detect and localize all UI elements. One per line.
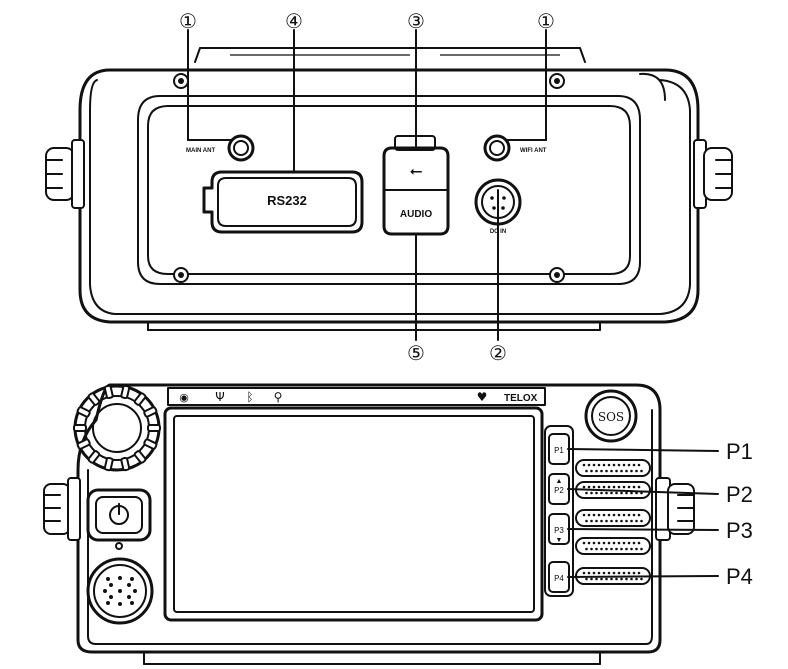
knob-ridge bbox=[133, 450, 147, 464]
mic-pin bbox=[127, 595, 131, 599]
p-leader-line bbox=[567, 488, 719, 495]
side-key-p2[interactable]: P2▲ bbox=[548, 473, 570, 505]
side-key-p1[interactable]: P1 bbox=[548, 433, 570, 465]
mic-pin bbox=[106, 601, 110, 605]
front-housing bbox=[76, 383, 662, 654]
mic-pin bbox=[109, 583, 113, 587]
wifi-ant-connector: WIFI ANT bbox=[483, 134, 547, 162]
knob-ridge bbox=[147, 424, 161, 432]
callout-1-right: ① bbox=[537, 9, 555, 33]
mic-pin bbox=[130, 577, 134, 581]
grille-slot bbox=[575, 567, 651, 585]
mic-pin bbox=[118, 576, 122, 580]
wifi-ant-label: WIFI ANT bbox=[520, 148, 547, 154]
callout-2: ② bbox=[489, 341, 507, 365]
p-leader-line bbox=[567, 528, 719, 531]
grille-slot bbox=[575, 537, 651, 555]
mic-pin bbox=[103, 589, 107, 593]
front-left-mount-knob bbox=[43, 477, 81, 541]
rs232-label: RS232 bbox=[267, 193, 307, 208]
knob-ridge bbox=[73, 424, 87, 432]
side-key-p3[interactable]: P3 ▼ bbox=[548, 513, 570, 545]
front-view: ◉ Ψ ᛒ ⚲ ♥ TELOX bbox=[43, 383, 753, 665]
knob-ridge bbox=[87, 392, 101, 406]
screw-tr bbox=[549, 73, 565, 89]
screw-tl bbox=[173, 73, 189, 89]
knob-ridge bbox=[120, 384, 131, 400]
led-indicator bbox=[115, 542, 123, 550]
display-screen bbox=[173, 415, 535, 613]
mic-pin bbox=[106, 577, 110, 581]
mic-pin bbox=[118, 602, 122, 606]
rear-panel bbox=[137, 95, 641, 285]
right-mount-knob bbox=[693, 139, 733, 209]
screw-bl bbox=[173, 267, 189, 283]
callout-4: ④ bbox=[285, 9, 303, 33]
mic-pin bbox=[133, 589, 137, 593]
screen-bezel bbox=[163, 406, 544, 622]
rs232-port: RS232 bbox=[202, 170, 364, 234]
grille-slot bbox=[575, 459, 651, 477]
speaker-grille bbox=[575, 459, 651, 585]
main-ant-connector: MAIN ANT bbox=[186, 134, 255, 162]
antenna-icon: Ψ bbox=[215, 390, 224, 404]
rear-housing bbox=[78, 68, 700, 324]
p-label-3: P3 bbox=[726, 518, 753, 543]
mic-pin bbox=[118, 589, 122, 593]
side-key-label: P1 bbox=[554, 446, 564, 455]
p-leader-line bbox=[567, 448, 719, 452]
screw-br bbox=[549, 267, 565, 283]
up-arrow-icon: ▲ bbox=[556, 478, 563, 485]
satellite-icon: ⚲ bbox=[274, 390, 283, 404]
front-right-mount-knob bbox=[655, 477, 695, 541]
side-key-label: P2 bbox=[554, 486, 564, 495]
p-label-2: P2 bbox=[726, 482, 753, 507]
knob-ridge bbox=[120, 456, 131, 472]
main-ant-label: MAIN ANT bbox=[186, 148, 215, 154]
sos-label: SOS bbox=[598, 410, 624, 424]
knob-ridge bbox=[143, 406, 158, 418]
knob-ridge bbox=[87, 450, 101, 464]
bluetooth-icon: ᛒ bbox=[246, 390, 253, 404]
brand-name: TELOX bbox=[504, 393, 538, 404]
mic-pin bbox=[130, 601, 134, 605]
grille-slot bbox=[575, 509, 651, 527]
knob-ridge bbox=[143, 438, 158, 450]
callout-1-left: ① bbox=[179, 9, 197, 33]
mic-pin bbox=[127, 583, 131, 587]
knob-ridge bbox=[103, 384, 114, 400]
side-key-column bbox=[544, 425, 574, 597]
left-mount-knob bbox=[45, 139, 85, 209]
side-key-label: P3 bbox=[554, 526, 564, 535]
gps-icon: ◉ bbox=[179, 391, 189, 404]
volume-knob[interactable] bbox=[73, 384, 161, 472]
status-bar bbox=[167, 387, 546, 406]
mic-connector bbox=[86, 557, 154, 625]
sos-button[interactable]: SOS bbox=[584, 389, 638, 443]
knob-ridge bbox=[103, 456, 114, 472]
p-label-1: P1 bbox=[726, 439, 753, 464]
mic-pin bbox=[109, 595, 113, 599]
usb-icon: ⭠ bbox=[410, 161, 423, 180]
callout-5: ⑤ bbox=[407, 341, 425, 365]
audio-label: AUDIO bbox=[400, 209, 432, 220]
rear-view: MAIN ANT WIFI ANT RS232 ⭠ AUDIO bbox=[45, 9, 733, 365]
side-key-p4[interactable]: P4 bbox=[548, 561, 570, 593]
callout-3: ③ bbox=[407, 9, 425, 33]
p-leader-line bbox=[567, 575, 719, 578]
knob-ridge bbox=[76, 438, 91, 450]
brand-logo-icon: ♥ bbox=[477, 390, 488, 404]
side-key-label: P4 bbox=[554, 574, 564, 583]
power-button[interactable] bbox=[86, 488, 152, 542]
p-label-4: P4 bbox=[726, 564, 753, 589]
down-arrow-icon: ▼ bbox=[556, 537, 563, 544]
knob-ridge bbox=[133, 392, 147, 406]
knob-ridge bbox=[76, 406, 91, 418]
